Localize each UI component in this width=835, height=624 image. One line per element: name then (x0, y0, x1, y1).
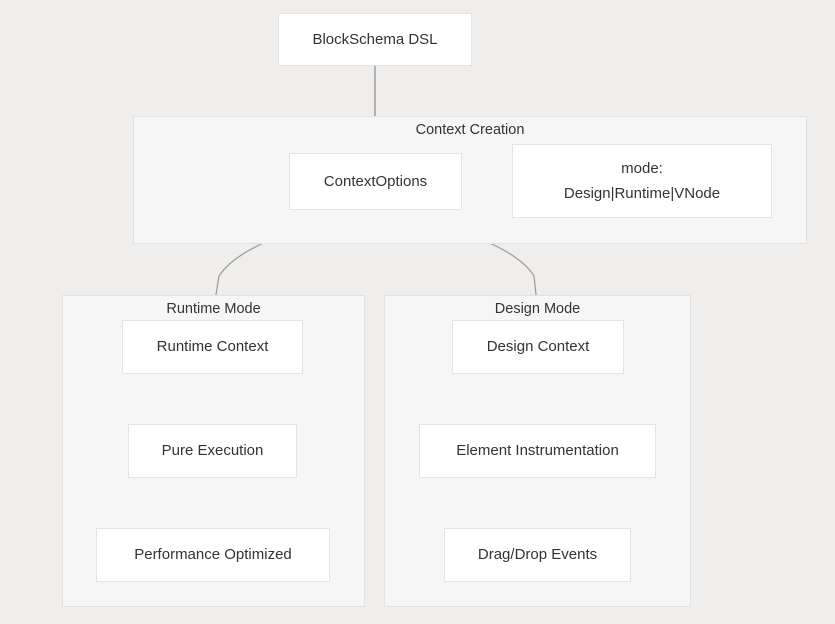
node-design-context[interactable]: Design Context (452, 320, 624, 374)
node-drag-drop-events-label: Drag/Drop Events (477, 546, 598, 563)
node-design-context-label: Design Context (486, 338, 590, 355)
node-context-options[interactable]: ContextOptions (289, 153, 462, 210)
node-runtime-context-label: Runtime Context (156, 338, 269, 355)
node-drag-drop-events[interactable]: Drag/Drop Events (444, 528, 631, 582)
node-mode-label-line1: mode: (621, 160, 663, 177)
node-blockschema-dsl[interactable]: BlockSchema DSL (278, 13, 472, 66)
node-runtime-context[interactable]: Runtime Context (122, 320, 303, 374)
node-pure-execution[interactable]: Pure Execution (128, 424, 297, 478)
node-context-options-label: ContextOptions (323, 172, 428, 190)
node-mode[interactable]: mode: Design|Runtime|VNode (512, 144, 772, 218)
subgraph-runtime-mode-label: Runtime Mode (166, 301, 261, 317)
subgraph-design-mode-label: Design Mode (494, 301, 581, 317)
node-pure-execution-label: Pure Execution (161, 442, 264, 459)
node-performance-optimized[interactable]: Performance Optimized (96, 528, 330, 582)
subgraph-context-creation-label: Context Creation (415, 122, 525, 138)
node-element-instrumentation-label: Element Instrumentation (456, 442, 619, 459)
node-performance-optimized-label: Performance Optimized (134, 546, 292, 563)
node-element-instrumentation[interactable]: Element Instrumentation (419, 424, 656, 478)
node-blockschema-dsl-label: BlockSchema DSL (312, 30, 438, 48)
node-mode-label-line2: Design|Runtime|VNode (563, 185, 721, 202)
